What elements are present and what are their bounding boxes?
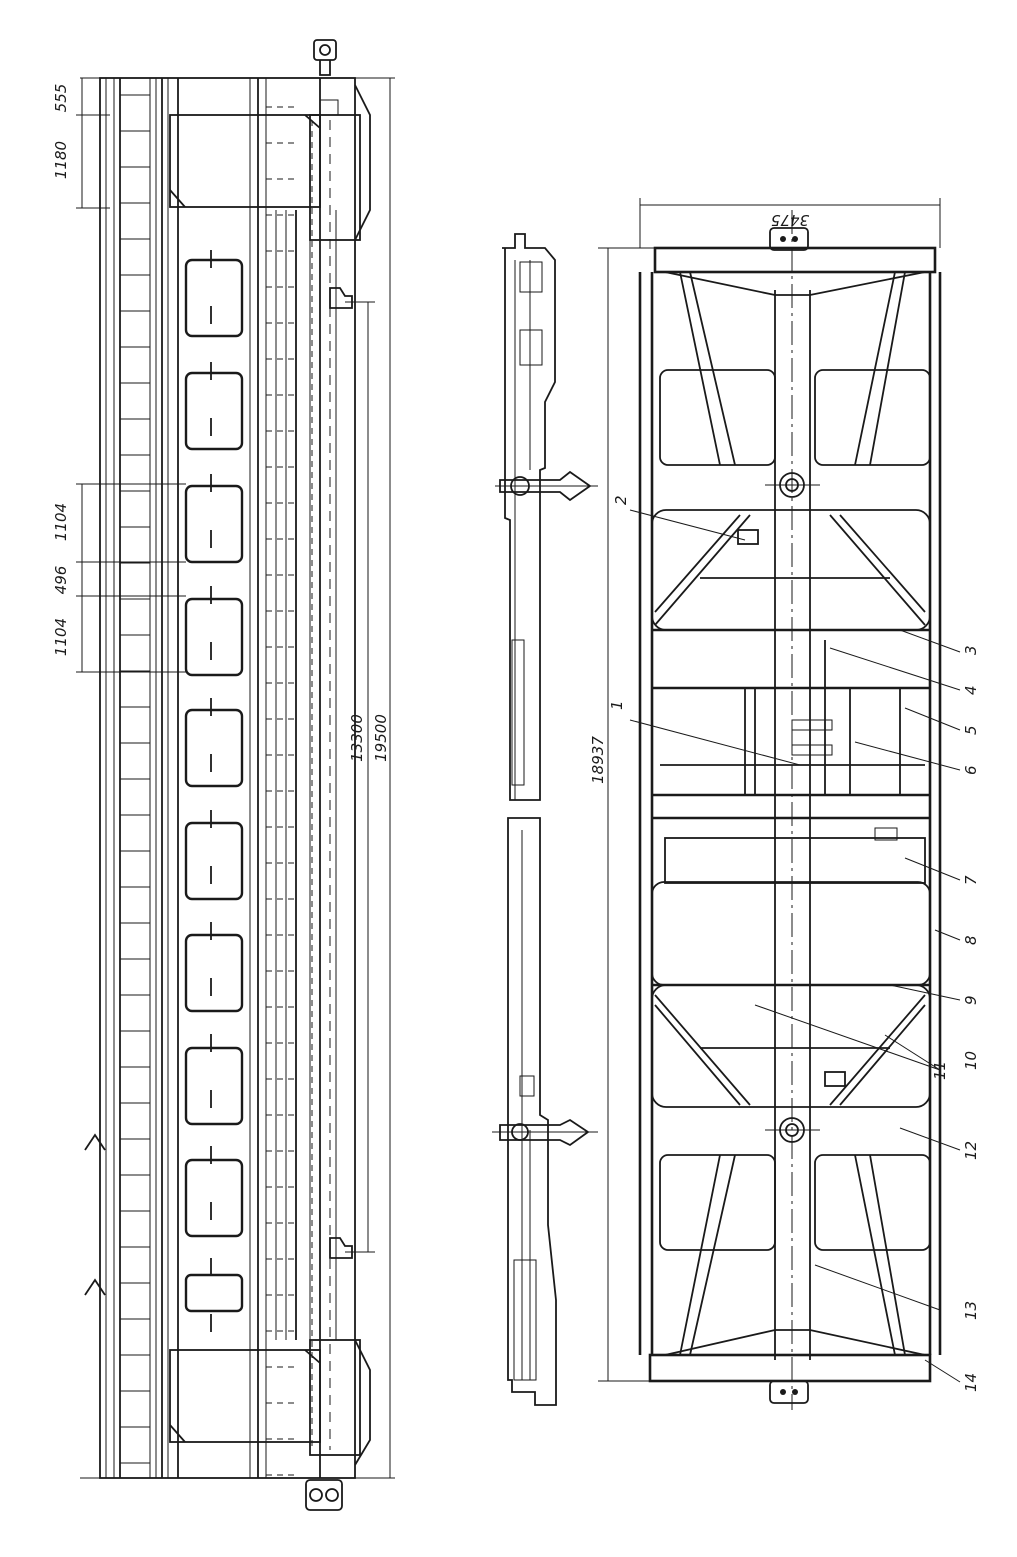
window bbox=[184, 821, 244, 901]
callout-13: 13 bbox=[962, 1301, 980, 1320]
callout-leaders bbox=[629, 509, 961, 1383]
callout-5: 5 bbox=[962, 725, 980, 735]
dim-3475: 3475 bbox=[771, 211, 809, 229]
window-small bbox=[184, 1273, 244, 1313]
window bbox=[184, 597, 244, 677]
side-view-dimensions bbox=[76, 78, 391, 1478]
dim-496: 496 bbox=[52, 566, 70, 595]
dim-1104-upper: 1104 bbox=[52, 503, 70, 541]
window bbox=[184, 484, 244, 564]
coupler-bottom bbox=[305, 1479, 343, 1511]
dim-555: 555 bbox=[52, 84, 70, 113]
coupler-plan-bottom bbox=[769, 1380, 809, 1404]
step-bracket bbox=[84, 1278, 106, 1296]
dim-19500: 19500 bbox=[372, 714, 390, 762]
section-lower bbox=[507, 817, 557, 1406]
callout-3: 3 bbox=[962, 645, 980, 655]
side-windows bbox=[184, 258, 244, 1313]
window bbox=[184, 933, 244, 1013]
bolster-bracket bbox=[329, 287, 353, 309]
section-view bbox=[492, 233, 598, 1406]
window bbox=[184, 1158, 244, 1238]
window bbox=[184, 708, 244, 788]
step-bracket bbox=[84, 1133, 106, 1151]
dim-1180: 1180 bbox=[52, 141, 70, 179]
callout-8: 8 bbox=[962, 935, 980, 945]
callout-1: 1 bbox=[608, 700, 626, 710]
callout-12: 12 bbox=[962, 1141, 980, 1160]
section-upper bbox=[502, 233, 556, 801]
end-beam-top bbox=[653, 246, 937, 274]
end-beam-bottom bbox=[648, 1353, 932, 1383]
underframe-plan bbox=[638, 210, 942, 1410]
door-opening-top bbox=[169, 114, 321, 208]
dim-18937: 18937 bbox=[589, 736, 607, 784]
coupler-plan-top bbox=[769, 227, 809, 251]
callout-6: 6 bbox=[962, 765, 980, 775]
window bbox=[184, 258, 244, 338]
callout-11: 11 bbox=[931, 1061, 949, 1080]
callout-2: 2 bbox=[612, 495, 630, 505]
callout-10: 10 bbox=[962, 1051, 980, 1070]
section-coupler-lower bbox=[499, 1118, 590, 1147]
section-coupler-upper bbox=[499, 470, 592, 502]
bogie-pivot-bottom bbox=[765, 1117, 820, 1143]
coupler-top bbox=[313, 39, 337, 76]
callout-7: 7 bbox=[962, 875, 980, 885]
callout-14: 14 bbox=[962, 1373, 980, 1392]
bogie-pivot-top bbox=[765, 472, 820, 498]
dim-13300: 13300 bbox=[348, 714, 366, 762]
plan-dimensions bbox=[598, 198, 941, 1382]
callout-9: 9 bbox=[962, 995, 980, 1005]
window bbox=[184, 1046, 244, 1126]
door-opening-bottom bbox=[169, 1349, 321, 1443]
dim-1104-lower: 1104 bbox=[52, 618, 70, 656]
callout-4: 4 bbox=[962, 685, 980, 695]
rib-marks bbox=[120, 94, 296, 1476]
window bbox=[184, 371, 244, 451]
bolster-bracket bbox=[329, 1237, 353, 1259]
side-wall-view bbox=[80, 39, 395, 1511]
